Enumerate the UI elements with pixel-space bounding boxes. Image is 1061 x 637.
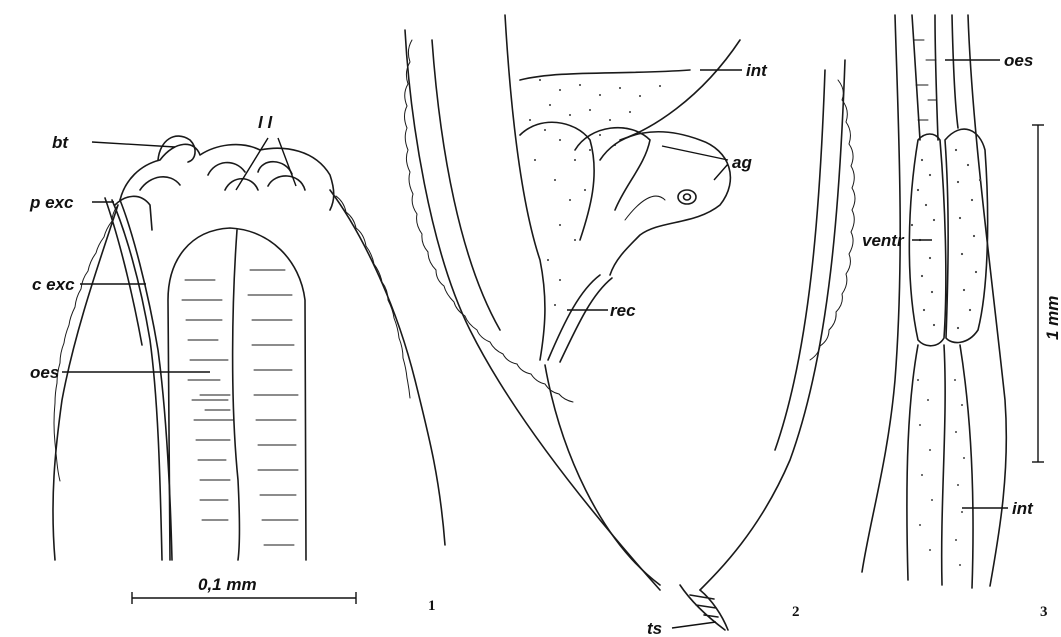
label-ts: ts: [647, 619, 662, 637]
figure-number-3: 3: [1040, 604, 1048, 620]
scale-bar-fig3: 1 mm: [1032, 125, 1061, 462]
label-l-l: l l: [258, 113, 273, 132]
figure-3-ventriculus: oes ventr int 1 mm 3: [862, 15, 1061, 620]
label-int-fig3: int: [1012, 499, 1034, 518]
label-ag: ag: [732, 153, 752, 172]
scale-bar-label-fig3: 1 mm: [1043, 296, 1061, 340]
label-bt: bt: [52, 133, 69, 152]
label-c-exc: c exc: [32, 275, 75, 294]
scale-bar-fig1: 0,1 mm: [132, 575, 356, 604]
label-ventr: ventr: [862, 231, 905, 250]
figure-1-anterior-end: bt l l p exc c exc oes 0,1 mm 1: [29, 113, 445, 614]
figure-number-2: 2: [792, 604, 800, 620]
figure-number-1: 1: [428, 598, 436, 614]
label-int-fig2: int: [746, 61, 768, 80]
label-rec: rec: [610, 301, 636, 320]
scale-bar-label-fig1: 0,1 mm: [198, 575, 257, 594]
label-oes-fig3: oes: [1004, 51, 1033, 70]
label-oes: oes: [30, 363, 59, 382]
label-p-exc: p exc: [29, 193, 74, 212]
figure-2-posterior-end: int ag rec ts 2: [405, 15, 856, 637]
